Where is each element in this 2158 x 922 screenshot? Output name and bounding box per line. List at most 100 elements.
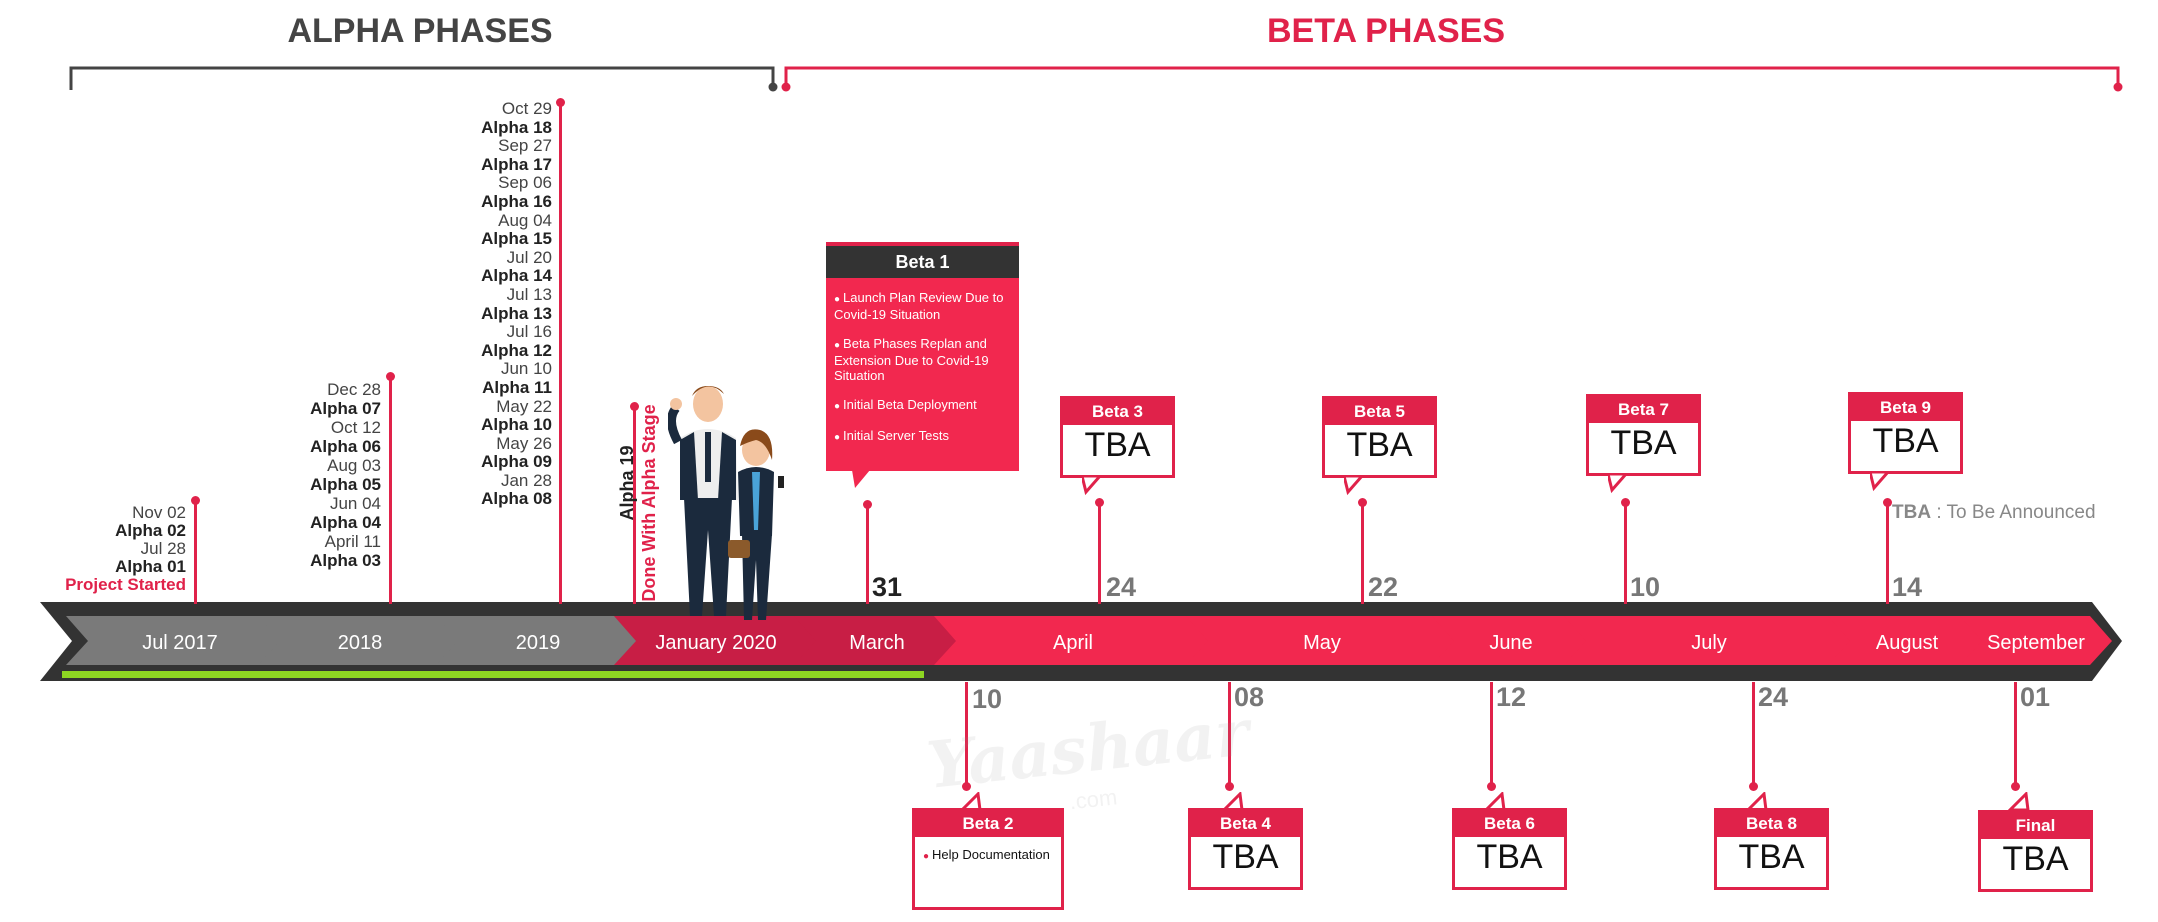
beta-3-card: Beta 3 TBA [1060, 396, 1175, 478]
segment-label-september: September [1987, 632, 2085, 654]
beta-7-callout-tail [1608, 474, 1628, 494]
alpha-18-date: Oct 29 [501, 99, 552, 118]
segment-label-march: March [849, 632, 905, 654]
beta-8-dot [1749, 782, 1758, 791]
chevron-september [1960, 616, 2112, 665]
alpha-08-name: Alpha 08 [481, 489, 552, 509]
alpha-19-dot [630, 402, 639, 411]
beta-7-card: Beta 7 TBA [1586, 394, 1701, 476]
chevron-january-2020 [614, 616, 820, 665]
alpha-11-date: Jun 10 [500, 359, 552, 379]
beta-phases-title: BETA PHASES [1266, 12, 1506, 50]
alpha-03-name: Alpha 03 [310, 551, 381, 570]
final-callout-tail [2008, 792, 2030, 812]
beta-5-title: Beta 5 [1325, 399, 1434, 425]
alpha-10-date: May 22 [496, 396, 552, 416]
beta-7-title: Beta 7 [1589, 397, 1698, 423]
chevron-june [1432, 616, 1590, 665]
done-with-alpha-label: Done With Alpha Stage [639, 404, 659, 602]
beta-1-day: 31 [872, 572, 903, 602]
beta-bracket-start [781, 82, 791, 92]
beta-1-item: Initial Server Tests [834, 428, 1013, 445]
beta-6-day: 12 [1496, 682, 1527, 712]
beta-8-title: Beta 8 [1717, 811, 1826, 837]
beta-2-card: Beta 2 Help Documentation [912, 808, 1064, 910]
beta-9-card: Beta 9 TBA [1848, 392, 1963, 474]
beta-7-value: TBA [1610, 424, 1677, 462]
alpha-13-date: Jul 13 [506, 284, 552, 304]
alpha-06-name: Alpha 06 [310, 437, 381, 456]
alpha-17-date: Sep 27 [498, 136, 552, 156]
beta-4-title: Beta 4 [1191, 811, 1300, 837]
beta-6-title: Beta 6 [1455, 811, 1564, 837]
alpha-bracket-end [768, 82, 778, 92]
alpha-2017-line [194, 500, 197, 604]
beta-3-line [1098, 502, 1101, 604]
woman-figure [728, 429, 784, 620]
alpha-02-date: Nov 02 [132, 503, 186, 522]
beta-2-line [965, 682, 968, 786]
alpha-2019-list: Oct 29 Alpha 18 Sep 27 Alpha 17 Sep 06 A… [392, 99, 552, 509]
alpha-09-date: May 26 [496, 433, 552, 453]
beta-9-day: 14 [1892, 572, 1923, 602]
beta-2-dot [962, 782, 971, 791]
alpha-18-name: Alpha 18 [481, 117, 552, 137]
alpha-2019-line [559, 102, 562, 604]
segment-label-august: August [1875, 632, 1939, 654]
beta-9-line [1886, 502, 1889, 604]
chevron-2018 [258, 616, 462, 665]
segment-label-may: May [1303, 632, 1341, 654]
alpha-15-name: Alpha 15 [481, 229, 552, 249]
final-line [2014, 682, 2017, 786]
beta-2-title: Beta 2 [915, 811, 1061, 837]
beta-3-day: 24 [1106, 572, 1137, 602]
beta-5-day: 22 [1368, 572, 1399, 602]
alpha-06-date: Oct 12 [330, 418, 381, 437]
beta-3-title: Beta 3 [1063, 399, 1172, 425]
beta-1-item: Launch Plan Review Due to Covid-19 Situa… [834, 290, 1013, 322]
beta-4-card: Beta 4 TBA [1188, 808, 1303, 890]
beta-1-item: Beta Phases Replan and Extension Due to … [834, 336, 1013, 383]
chevron-jul-2017 [66, 616, 284, 665]
beta-2-day: 10 [972, 684, 1003, 714]
alpha-03-date: April 11 [324, 532, 381, 551]
segment-label-2019: 2019 [515, 632, 561, 654]
beta-1-item: Initial Beta Deployment [834, 397, 1013, 414]
beta-6-line [1490, 682, 1493, 786]
beta-5-value: TBA [1346, 426, 1413, 464]
beta-5-line [1361, 502, 1364, 604]
alpha-2017-list: Nov 02 Alpha 02 Jul 28 Alpha 01 Project … [26, 504, 186, 594]
beta-6-dot [1487, 782, 1496, 791]
beta-bracket [784, 66, 2120, 86]
alpha-09-name: Alpha 09 [481, 452, 552, 472]
alpha-04-date: Jun 04 [329, 494, 381, 513]
beta-6-value: TBA [1476, 838, 1543, 876]
beta-9-callout-tail [1870, 472, 1890, 492]
tba-legend-key: TBA [1892, 502, 1932, 523]
alpha-05-name: Alpha 05 [310, 475, 381, 494]
beta-8-day: 24 [1758, 682, 1789, 712]
alpha-phases-title: ALPHA PHASES [287, 12, 553, 50]
beta-5-card: Beta 5 TBA [1322, 396, 1437, 478]
phase-brackets [69, 66, 2123, 92]
beta-4-day: 08 [1234, 682, 1265, 712]
alpha-14-name: Alpha 14 [481, 266, 552, 286]
beta-3-dot [1095, 498, 1104, 507]
beta-6-card: Beta 6 TBA [1452, 808, 1567, 890]
segment-label-june: June [1489, 632, 1533, 654]
alpha-16-date: Sep 06 [498, 173, 552, 193]
tba-legend-text: : To Be Announced [1936, 502, 2096, 523]
beta-4-dot [1225, 782, 1234, 791]
alpha-13-name: Alpha 13 [481, 303, 552, 323]
alpha-19-line [633, 408, 636, 604]
segment-label-january-2020: January 2020 [655, 632, 777, 654]
alpha-16-name: Alpha 16 [481, 191, 552, 211]
beta-3-value: TBA [1084, 426, 1151, 464]
alpha-11-name: Alpha 11 [482, 377, 552, 397]
alpha-19-label: Alpha 19 [617, 445, 637, 521]
final-day: 01 [2020, 682, 2051, 712]
business-people-illustration [668, 386, 784, 620]
beta-1-card: Beta 1 Launch Plan Review Due to Covid-1… [826, 242, 1019, 471]
final-dot [2011, 782, 2020, 791]
final-title: Final [1981, 813, 2090, 839]
